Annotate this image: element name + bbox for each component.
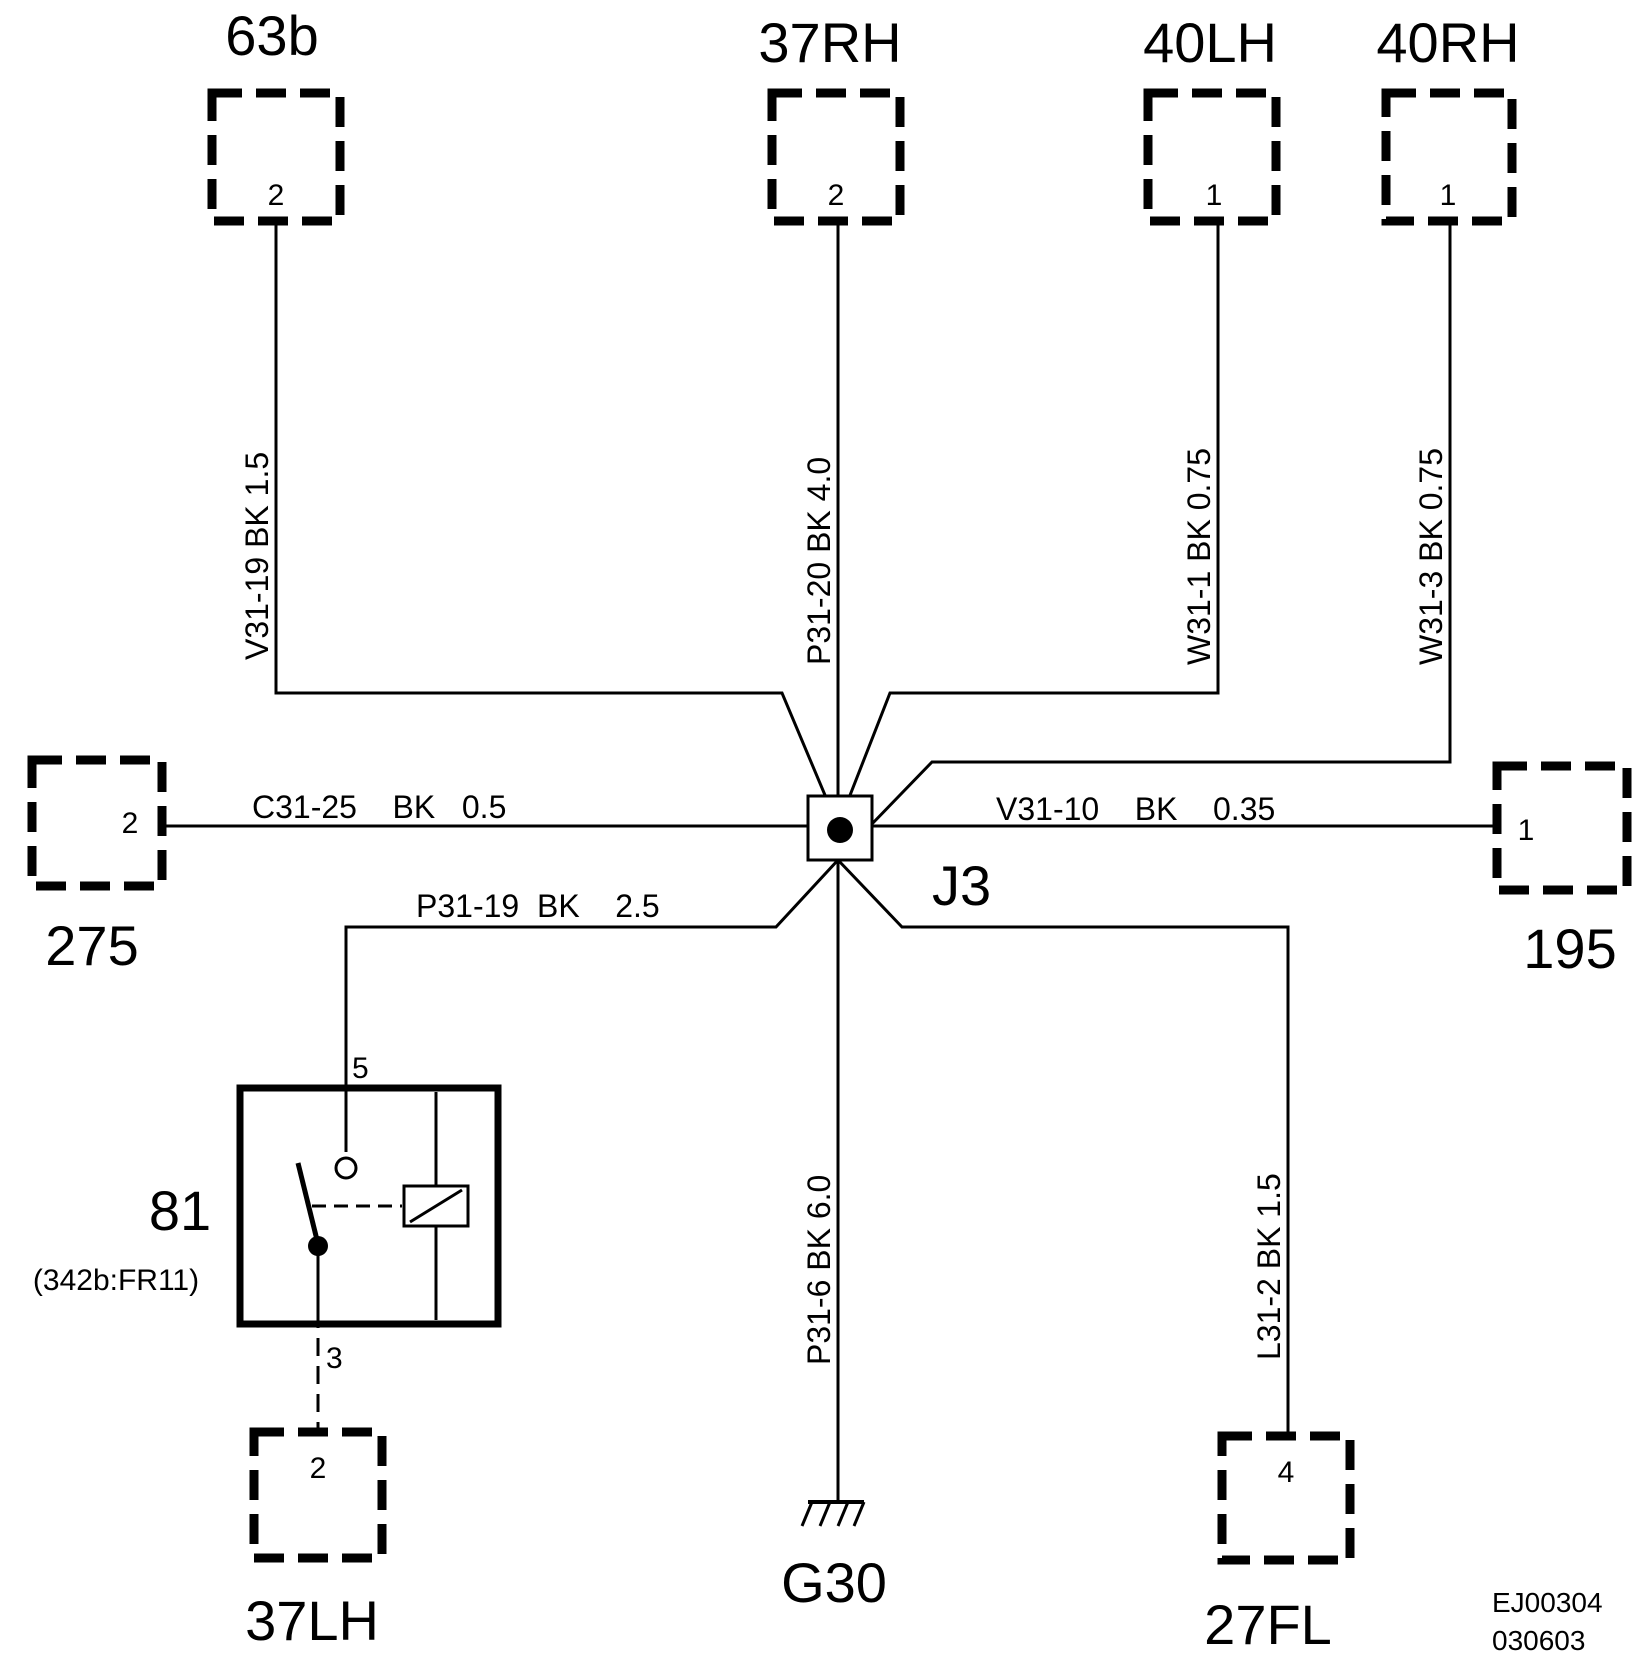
wire-label-l31-2: L31-2 BK 1.5	[1251, 1173, 1287, 1360]
connector-40lh-label: 40LH	[1143, 11, 1277, 74]
relay-box	[236, 1084, 502, 1328]
wire-v31-19[interactable]	[274, 221, 840, 827]
connector-275-label: 275	[45, 914, 138, 977]
connector-275-box	[27, 755, 167, 891]
relay-label: 81	[149, 1179, 211, 1242]
connector-275-pin: 2	[122, 807, 139, 840]
wire-p31-19[interactable]	[344, 858, 840, 1140]
wire-label-v31-10: V31-10 BK 0.35	[996, 791, 1275, 827]
connector-27fl-pin: 4	[1278, 1456, 1295, 1489]
wire-l31-2[interactable]	[836, 858, 1290, 1436]
splice-dot	[827, 817, 853, 843]
ground-hatch-3	[836, 1501, 850, 1527]
wire-label-p31-6: P31-6 BK 6.0	[801, 1175, 837, 1365]
connector-37lh[interactable]: 37LH 2	[245, 1427, 387, 1652]
connector-63b-pin: 2	[268, 179, 285, 212]
ground-hatch-4	[852, 1501, 866, 1527]
ground-hatch-1	[800, 1501, 814, 1527]
connector-63b-label: 63b	[225, 4, 318, 67]
connector-37rh-box	[767, 88, 905, 226]
connector-275[interactable]: 275 2	[27, 755, 167, 977]
wire-label-p31-19: P31-19 BK 2.5	[416, 888, 660, 924]
relay-location: (342b:FR11)	[33, 1264, 199, 1297]
wire-label-w31-1: W31-1 BK 0.75	[1181, 448, 1217, 665]
connector-40rh-pin: 1	[1440, 179, 1457, 212]
wire-label-v31-19: V31-19 BK 1.5	[239, 452, 275, 660]
connector-27fl[interactable]: 27FL 4	[1204, 1431, 1355, 1656]
drawing-ref-line2: 030603	[1492, 1625, 1585, 1656]
wire-label-w31-3: W31-3 BK 0.75	[1413, 448, 1449, 665]
connector-63b[interactable]: 63b 2	[207, 4, 345, 226]
connector-195-label: 195	[1523, 917, 1616, 980]
connector-40lh[interactable]: 40LH 1	[1143, 11, 1281, 226]
connector-195-box	[1492, 761, 1632, 895]
relay-coil-mark	[409, 1188, 463, 1224]
splice-label: J3	[932, 854, 991, 917]
connector-40rh-label: 40RH	[1376, 11, 1519, 74]
connector-37rh-label: 37RH	[758, 11, 901, 74]
wires	[162, 221, 1497, 1500]
connector-27fl-box	[1217, 1431, 1355, 1565]
ground-label: G30	[781, 1551, 887, 1614]
connector-37rh-pin: 2	[828, 179, 845, 212]
splice-j3[interactable]: J3	[806, 794, 991, 917]
relay-switch-arm	[295, 1162, 321, 1245]
relay-contact-open	[334, 1156, 358, 1180]
connector-195-pin: 1	[1518, 814, 1535, 847]
connector-195[interactable]: 195 1	[1492, 761, 1632, 980]
wire-label-p31-20: P31-20 BK 4.0	[801, 457, 837, 665]
connector-40rh[interactable]: 40RH 1	[1376, 11, 1520, 226]
relay-pin-top: 5	[352, 1052, 369, 1085]
wire-w31-3[interactable]	[868, 221, 1452, 828]
drawing-reference: EJ00304 030603	[1492, 1587, 1603, 1656]
connector-37lh-pin: 2	[310, 1452, 327, 1485]
ground-hatch-2	[818, 1501, 832, 1527]
relay-pin-bottom: 3	[326, 1342, 343, 1375]
connector-37lh-label: 37LH	[245, 1589, 379, 1652]
ground-g30[interactable]: G30	[781, 1500, 887, 1614]
connector-27fl-label: 27FL	[1204, 1593, 1332, 1656]
wire-w31-1[interactable]	[836, 221, 1220, 827]
connector-40lh-box	[1143, 88, 1281, 226]
relay-81[interactable]: 81 (342b:FR11) 5 3	[33, 1052, 502, 1375]
connector-37rh[interactable]: 37RH 2	[758, 11, 905, 226]
drawing-ref-line1: EJ00304	[1492, 1587, 1603, 1618]
connector-37lh-box	[249, 1427, 387, 1563]
wire-label-c31-25: C31-25 BK 0.5	[252, 789, 506, 825]
connector-40lh-pin: 1	[1206, 179, 1223, 212]
